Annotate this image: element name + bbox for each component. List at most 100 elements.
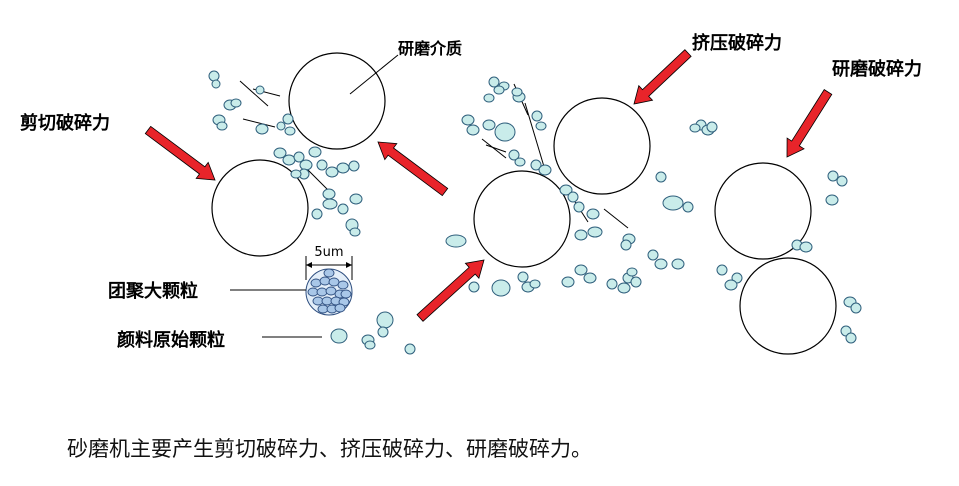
pigment-particle: [308, 146, 322, 158]
pigment-particle: [836, 175, 848, 187]
pigment-particle: [255, 85, 265, 95]
agglomerate-sub-particle: [319, 276, 331, 286]
squeeze-force-arrow: [633, 49, 692, 105]
media-arrow: [377, 141, 449, 197]
pigment-particle: [531, 110, 543, 122]
pigment-particle: [508, 149, 520, 161]
pigment-particle: [284, 126, 296, 136]
agglomerate-sub-particle: [307, 287, 319, 297]
caption-text: 砂磨机主要产生剪切破碎力、挤压破碎力、研磨破碎力。: [67, 437, 592, 461]
pigment-particle: [494, 122, 516, 142]
pigment-particle: [574, 229, 588, 241]
scale-label: 5um: [314, 245, 343, 260]
pigment-particle: [567, 191, 579, 203]
agglomerate-sub-particle: [334, 303, 346, 313]
pigment-particle: [799, 241, 813, 253]
pigment-particles: [208, 70, 862, 355]
label-primary-particle: 颜料原始颗粒: [117, 329, 225, 351]
pigment-particle: [620, 239, 632, 251]
pigment-particle: [850, 302, 862, 314]
pigment-particle: [583, 272, 597, 284]
pigment-particle: [316, 159, 328, 171]
pigment-particle: [230, 98, 242, 108]
pigment-particle: [706, 121, 718, 133]
squeeze-arrow-lower: [416, 259, 485, 322]
pigment-particle: [349, 227, 361, 237]
grinding-media-circle: [739, 257, 837, 355]
pigment-particle: [376, 311, 394, 329]
pigment-particle: [724, 279, 738, 291]
agglomerate-sub-particle: [323, 268, 335, 278]
label-grinding-media: 研磨介质: [398, 39, 462, 58]
pigment-particle: [468, 281, 480, 293]
grinding-media-circle: [714, 162, 812, 260]
pigment-particle: [626, 267, 638, 277]
pigment-particle: [559, 184, 573, 196]
pigment-particle: [586, 208, 600, 220]
agglomerate-sub-particle: [321, 296, 333, 306]
pigment-particle: [827, 170, 839, 182]
pigment-particle: [293, 151, 305, 163]
pigment-particle: [716, 264, 728, 276]
agglomerate-sub-particle: [325, 286, 337, 296]
pigment-particle: [273, 147, 287, 159]
label-squeeze-force: 挤压破碎力: [692, 32, 782, 54]
pigment-particle: [655, 171, 667, 183]
pigment-particle: [336, 162, 350, 174]
pigment-particle: [330, 328, 348, 344]
grinding-media-circle: [288, 52, 386, 150]
pigment-particle: [290, 169, 302, 179]
pigment-particle: [845, 332, 857, 344]
pigment-particle: [311, 208, 323, 220]
pigment-particle: [404, 343, 416, 355]
pigment-particle: [211, 79, 221, 89]
grinding-media-circle: [553, 97, 651, 195]
pigment-particle: [530, 159, 542, 171]
milling-forces-diagram: 5um 研磨介质 挤压破碎力 研磨破碎力 剪切破碎力 团聚大颗粒 颜料原始颗粒: [20, 32, 922, 355]
pigment-particle: [325, 166, 339, 178]
grinding-media-pointer: [349, 54, 399, 95]
pigment-particle: [482, 119, 496, 131]
pigment-particle: [574, 264, 588, 276]
pigment-particle: [349, 193, 363, 205]
pigment-particle: [461, 114, 475, 126]
pigment-particle: [483, 93, 495, 103]
pigment-particle: [606, 278, 618, 290]
pigment-particle: [529, 279, 541, 289]
label-agglomerate: 团聚大颗粒: [108, 280, 198, 302]
agglomerate-sub-particle: [310, 278, 322, 288]
agglomerate-sub-particle: [328, 277, 340, 287]
pigment-particle: [682, 201, 694, 213]
pigment-particle: [466, 124, 480, 136]
pigment-particle: [488, 76, 500, 88]
pigment-particle: [208, 70, 220, 82]
pigment-particle: [630, 276, 642, 288]
pigment-particle: [662, 195, 684, 211]
pigment-particle: [538, 164, 552, 176]
shear-force-arrow: [144, 125, 216, 181]
pigment-particle: [282, 154, 296, 166]
pigment-particle: [517, 271, 529, 283]
pigment-particle: [654, 258, 668, 270]
pigment-particle: [689, 123, 701, 133]
pigment-particle: [255, 123, 269, 135]
pigment-particle: [671, 258, 685, 270]
pigment-particle: [647, 249, 659, 261]
agglomerate-sub-particle: [340, 289, 352, 299]
pigment-particle: [348, 160, 360, 172]
pigment-particle: [587, 226, 603, 238]
grinding-media-circle: [211, 159, 309, 257]
scale-bar: 5um: [305, 245, 353, 280]
grind-force-arrow: [786, 89, 833, 158]
pigment-particle: [322, 188, 336, 200]
agglomerate-particle: [305, 268, 353, 316]
pigment-particle: [216, 121, 228, 131]
pigment-particle: [825, 194, 839, 206]
pigment-particle: [535, 121, 547, 131]
pigment-particle: [617, 282, 631, 294]
pigment-particle: [491, 279, 511, 297]
pigment-particle: [561, 276, 575, 288]
pigment-particle: [377, 326, 389, 338]
agglomerate-sub-particle: [312, 296, 324, 306]
pigment-particle: [282, 113, 294, 125]
